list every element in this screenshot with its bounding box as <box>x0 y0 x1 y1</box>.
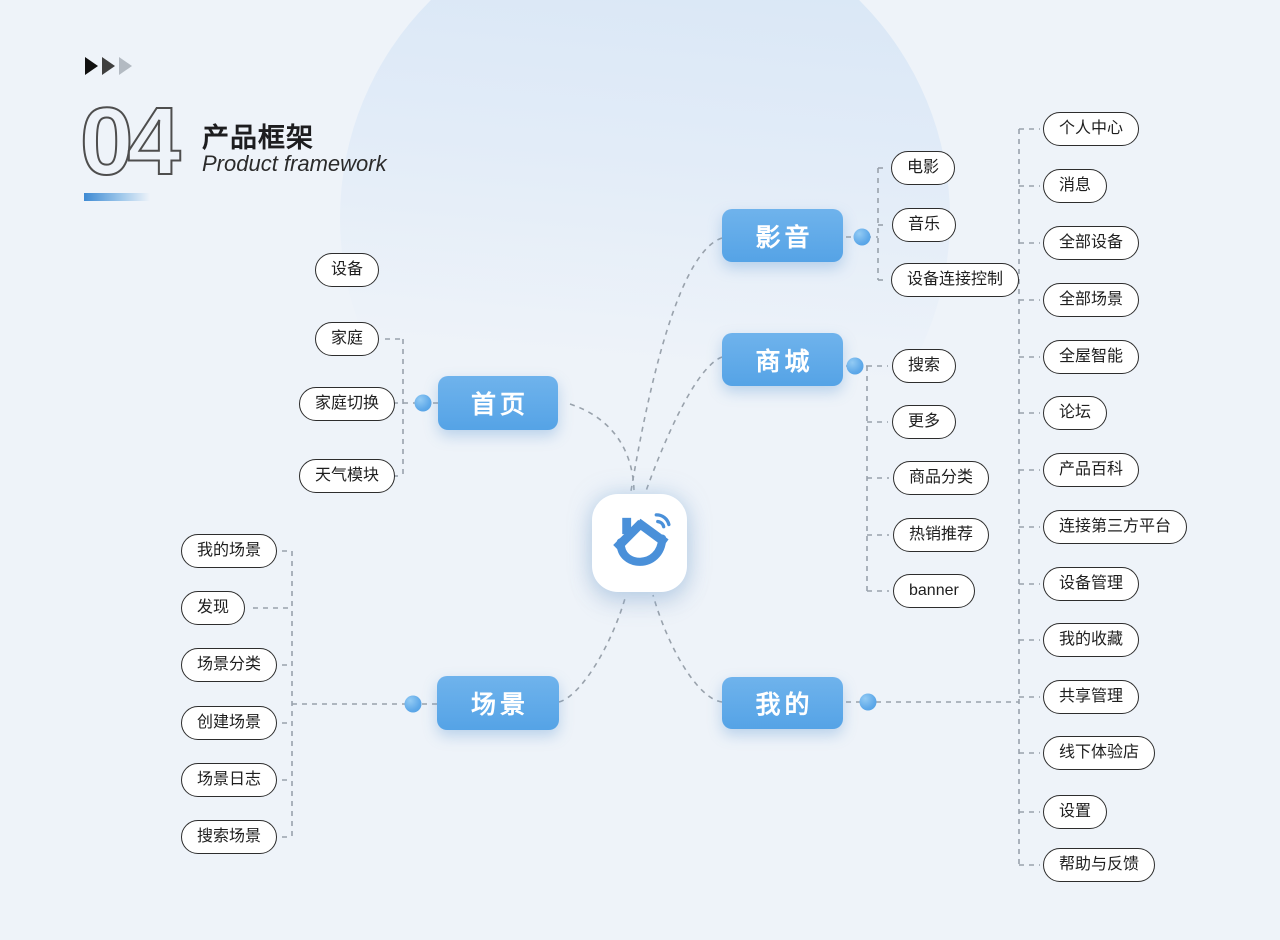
child-node-scene-2: 场景分类 <box>181 648 278 682</box>
page-title: 产品框架 <box>202 123 314 153</box>
branch-dot-scene <box>404 695 422 713</box>
house-smile-wifi-icon <box>612 513 671 566</box>
child-node-mall-1: 更多 <box>892 405 957 439</box>
child-node-media-0: 电影 <box>891 151 956 185</box>
smile-arc <box>616 534 666 566</box>
child-node-mine-3: 全部场景 <box>1043 283 1140 317</box>
child-node-home-1: 家庭 <box>314 322 380 356</box>
child-node-mine-8: 设备管理 <box>1043 567 1140 601</box>
child-node-mine-4: 全屋智能 <box>1043 340 1140 374</box>
child-node-mine-1: 消息 <box>1043 169 1108 203</box>
section-number: 04 <box>79 88 182 195</box>
section-arrows <box>85 57 132 75</box>
child-node-mine-12: 设置 <box>1043 795 1108 829</box>
child-node-scene-5: 搜索场景 <box>181 820 278 854</box>
child-node-mall-0: 搜索 <box>892 349 957 383</box>
child-node-mall-2: 商品分类 <box>893 461 990 495</box>
branch-dot-mall <box>846 357 864 375</box>
child-node-media-1: 音乐 <box>892 208 957 242</box>
branch-dot-mine <box>859 693 877 711</box>
child-node-scene-3: 创建场景 <box>181 706 278 740</box>
child-node-home-3: 天气模块 <box>298 459 396 493</box>
child-node-mine-7: 连接第三方平台 <box>1043 510 1188 544</box>
play-arrow-icon <box>85 57 98 75</box>
child-node-mine-9: 我的收藏 <box>1043 623 1140 657</box>
smart-home-app-logo <box>592 494 687 592</box>
child-node-scene-4: 场景日志 <box>181 763 278 797</box>
connector-line <box>652 594 723 703</box>
child-node-mine-2: 全部设备 <box>1043 226 1140 260</box>
branch-dot-media <box>853 228 871 246</box>
connector-line <box>558 594 627 703</box>
child-node-mine-0: 个人中心 <box>1043 112 1140 146</box>
branch-box-media: 影音 <box>722 209 843 262</box>
branch-box-home: 首页 <box>438 376 558 430</box>
play-arrow-icon <box>119 57 132 75</box>
branch-box-mine: 我的 <box>722 677 843 729</box>
branch-box-mall: 商城 <box>722 333 843 386</box>
child-node-mine-13: 帮助与反馈 <box>1043 848 1156 882</box>
child-node-home-0: 设备 <box>314 253 380 287</box>
child-node-mine-10: 共享管理 <box>1043 680 1140 714</box>
child-node-home-2: 家庭切换 <box>298 387 396 421</box>
child-node-scene-1: 发现 <box>181 591 246 625</box>
child-node-media-2: 设备连接控制 <box>891 263 1020 297</box>
play-arrow-icon <box>102 57 115 75</box>
child-node-scene-0: 我的场景 <box>181 534 278 568</box>
wifi-arc-small <box>655 519 665 529</box>
child-node-mall-3: 热销推荐 <box>893 518 990 552</box>
child-node-mall-4: banner <box>893 574 975 608</box>
title-underline-bar <box>84 193 150 201</box>
child-node-mine-6: 产品百科 <box>1043 453 1140 487</box>
branch-dot-home <box>414 394 432 412</box>
child-node-mine-5: 论坛 <box>1043 396 1108 430</box>
background-circle <box>340 0 950 524</box>
branch-box-scene: 场景 <box>437 676 559 730</box>
child-node-mine-11: 线下体验店 <box>1043 736 1156 770</box>
page-subtitle: Product framework <box>202 151 387 176</box>
wifi-arc-large <box>654 513 671 527</box>
